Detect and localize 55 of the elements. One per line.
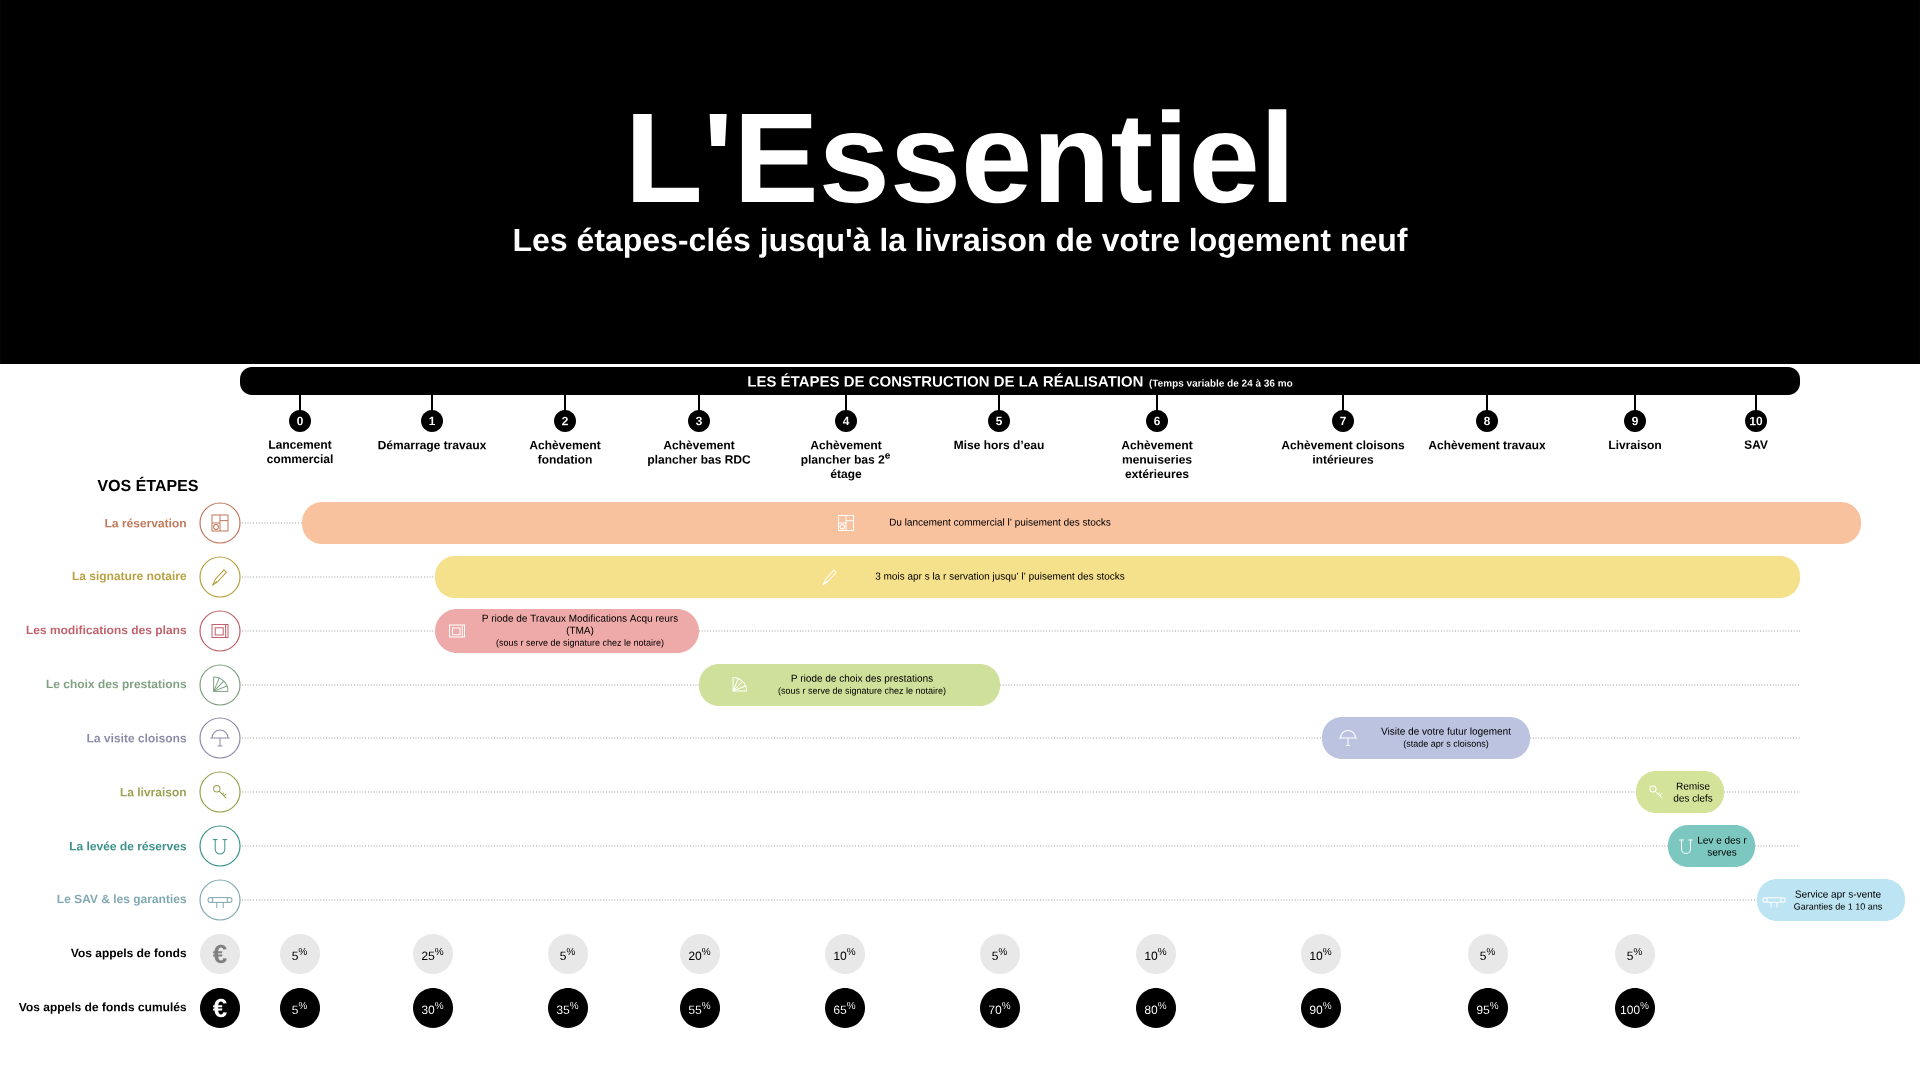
- phase-bar: Lev e des r serves: [1668, 825, 1755, 867]
- stage-label: Livraison: [1609, 440, 1661, 450]
- percent-badge: 5$^{%}$: [980, 934, 1020, 974]
- percent-badge: 10$^{%}$: [1301, 934, 1341, 974]
- row-label: La réservation: [105, 518, 186, 528]
- stage-label: Achèvement travaux: [1428, 440, 1546, 450]
- percent-badge: 25$^{%}$: [413, 934, 453, 974]
- phase-bar: Remise des clefs: [1636, 771, 1724, 813]
- subtitle: Les étapes-clés jusqu'à la livraison de votre logement neuf: [514, 227, 1408, 258]
- percent-badge: 90$^{%}$: [1301, 988, 1341, 1028]
- percent-badge: 95$^{%}$: [1468, 988, 1508, 1028]
- stage-label: Mise hors d’eau: [954, 440, 1044, 450]
- phase-bar: 3 mois apr s la r servation jusqu’ l’ puisement des stocks: [435, 556, 1800, 598]
- percent-badge: 5$^{%}$: [1615, 934, 1655, 974]
- phase-bar: Visite de votre futur logement (stade apr s cloisons): [1322, 717, 1530, 759]
- phase-bar: Service apr s-vente Garanties de 1 10 ans: [1757, 879, 1905, 921]
- section-heading: VOS ÉTAPES: [97, 476, 198, 492]
- timeline-bar: LES ÉTAPES DE CONSTRUCTION DE LA RÉALISATION (Temps variable de 24 à 36 mo: [240, 367, 1800, 395]
- row-label: La visite cloisons: [87, 733, 187, 743]
- row-label: Vos appels de fonds cumulés: [18, 1002, 187, 1014]
- phase-bar: P riode de Travaux Modifications Acqu reurs (TMA) (sous r serve de signature chez le notaire): [435, 609, 699, 653]
- percent-badge: 10$^{%}$: [825, 934, 865, 974]
- percent-badge: 65$^{%}$: [825, 988, 865, 1028]
- stage-label: Achèvement menuiseries extérieures: [1121, 440, 1193, 479]
- percent-badge: 5$^{%}$: [548, 934, 588, 974]
- stage-label: Achèvement fondation: [529, 440, 601, 464]
- percent-badge: 80$^{%}$: [1136, 988, 1176, 1028]
- percent-badge: 35$^{%}$: [548, 988, 588, 1028]
- row-label: La signature notaire: [72, 571, 187, 583]
- stage-label: SAV: [1744, 440, 1768, 449]
- row-label: Vos appels de fonds: [70, 948, 187, 960]
- percent-badge: 55$^{%}$: [680, 988, 720, 1028]
- row-label: La levée de réserves: [70, 841, 187, 851]
- phase-bar: P riode de choix des prestations (sous r serve de signature chez le notaire): [699, 664, 1000, 706]
- title: L'Essentiel: [633, 109, 1287, 204]
- stage-label: Achèvement cloisons intérieures: [1281, 440, 1405, 464]
- percent-badge: 100$^{%}$: [1615, 988, 1655, 1028]
- percent-badge: 10$^{%}$: [1136, 934, 1176, 974]
- euro-badge: €: [200, 934, 240, 974]
- row-label: Le choix des prestations: [46, 679, 187, 691]
- percent-badge: 30$^{%}$: [413, 988, 453, 1028]
- percent-badge: 5$^{%}$: [280, 934, 320, 974]
- stage-label: Démarrage travaux: [378, 440, 487, 452]
- row-label: La livraison: [120, 787, 186, 797]
- euro-badge: €: [200, 988, 240, 1028]
- stage-label: Achèvement plancher bas RDC: [648, 440, 751, 467]
- stage-label: Achèvement plancher bas 2$^{e}$ étage: [801, 440, 890, 481]
- stage-label: Lancement commercial: [267, 440, 333, 464]
- percent-badge: 70$^{%}$: [980, 988, 1020, 1028]
- percent-badge: 5$^{%}$: [1468, 934, 1508, 974]
- percent-badge: 20$^{%}$: [680, 934, 720, 974]
- phase-bar: Du lancement commercial l’ puisement des stocks: [302, 502, 1861, 544]
- row-label: Le SAV & les garanties: [57, 894, 187, 906]
- percent-badge: 5$^{%}$: [280, 988, 320, 1028]
- row-label: Les modifications des plans: [26, 625, 187, 637]
